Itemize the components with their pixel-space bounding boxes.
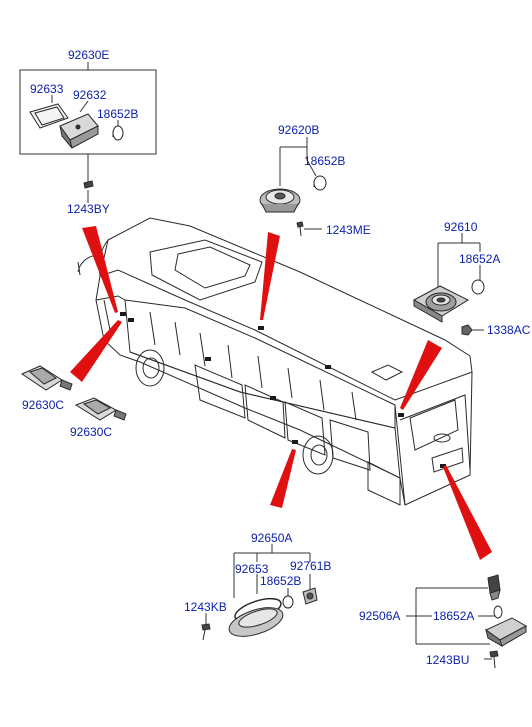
nut-1338ac <box>461 324 473 336</box>
part-label-92650a[interactable]: 92650A <box>251 531 293 545</box>
red-pointer-arrows <box>70 226 492 560</box>
screw-1243me <box>296 221 304 237</box>
part-label-18652a-bot[interactable]: 18652A <box>433 609 475 623</box>
bulb-18652b-mid <box>313 175 327 191</box>
part-label-92610[interactable]: 92610 <box>444 220 478 234</box>
interior-light-housing-92632 <box>59 113 99 149</box>
part-label-92620b[interactable]: 92620B <box>278 123 320 137</box>
leader-lines <box>19 62 495 660</box>
part-label-1243me[interactable]: 1243ME <box>326 223 371 237</box>
socket-92761b <box>302 587 318 605</box>
lens-92650a <box>228 607 284 637</box>
part-label-18652b-mid[interactable]: 18652B <box>304 154 346 168</box>
part-label-1243bu[interactable]: 1243BU <box>426 653 470 667</box>
part-label-1243by[interactable]: 1243BY <box>67 202 110 216</box>
part-label-92630c-b[interactable]: 92630C <box>70 425 113 439</box>
bus-speaker-markers <box>120 312 446 468</box>
part-label-92630c-a[interactable]: 92630C <box>22 398 65 412</box>
part-label-92653[interactable]: 92653 <box>235 562 269 576</box>
screw-1243by <box>83 180 94 189</box>
part-label-18652a-right[interactable]: 18652A <box>459 252 501 266</box>
lamp-housing-92506a <box>485 617 528 648</box>
part-label-92633[interactable]: 92633 <box>30 82 64 96</box>
lamp-92630c-a <box>20 365 73 391</box>
part-label-1338ac[interactable]: 1338AC <box>487 323 531 337</box>
speaker-92620b <box>259 188 301 213</box>
part-label-92632[interactable]: 92632 <box>73 88 107 102</box>
lamp-92630c-b <box>74 397 127 421</box>
part-label-18652b-bot[interactable]: 18652B <box>260 574 302 588</box>
bus-illustration <box>77 217 473 506</box>
screw-1243bu <box>489 650 499 669</box>
speaker-92610 <box>412 285 470 323</box>
part-label-18652b-top[interactable]: 18652B <box>97 107 139 121</box>
bulb-18652b-bot <box>282 595 294 609</box>
part-label-92630e[interactable]: 92630E <box>68 48 110 62</box>
part-label-1243kb[interactable]: 1243KB <box>184 600 227 614</box>
socket-92506a <box>487 574 501 601</box>
bulb-18652a-bot <box>493 605 503 619</box>
part-label-92506a[interactable]: 92506A <box>359 609 401 623</box>
bulb-18652b-top <box>112 125 124 141</box>
part-label-92761b[interactable]: 92761B <box>290 559 332 573</box>
interior-light-cover-92633 <box>29 103 69 129</box>
bulb-18652a-right <box>471 279 485 295</box>
screw-1243kb <box>201 623 211 641</box>
